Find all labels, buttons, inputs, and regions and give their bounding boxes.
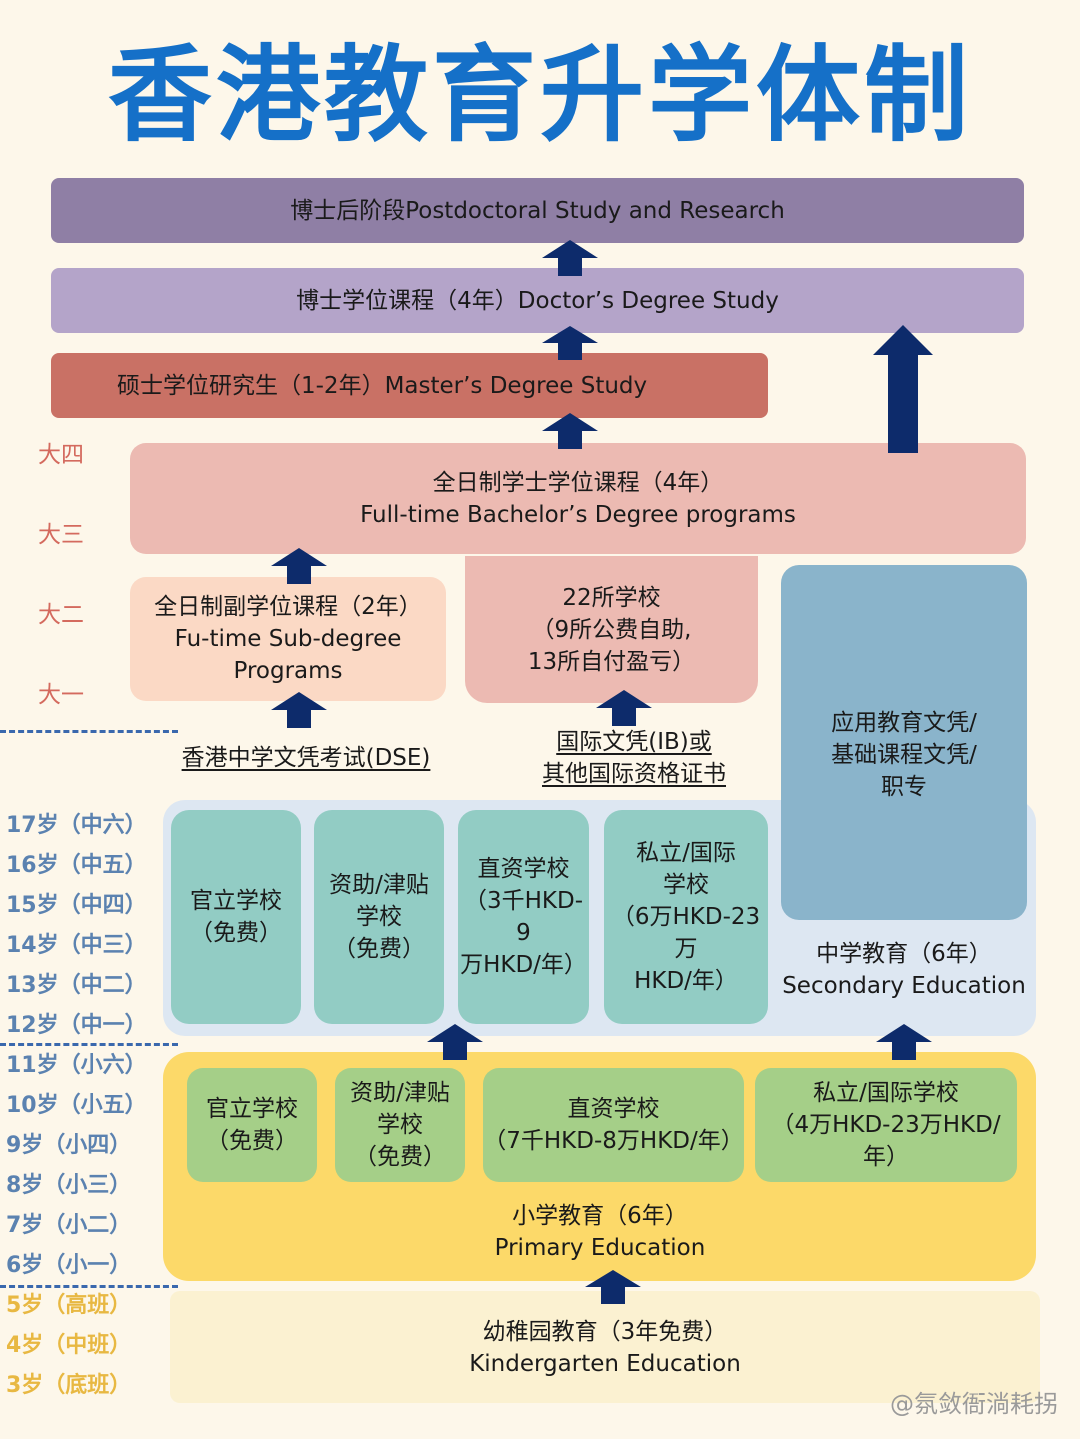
secondary-box-line: 私立/国际 <box>636 840 736 866</box>
age-label: 3岁（底班） <box>6 1373 132 1398</box>
primary-box-line: （免费） <box>206 1128 298 1154</box>
secondary-label-zh: 中学教育（6年） <box>816 941 992 967</box>
age-label: 7岁（小二） <box>6 1213 132 1238</box>
primary-box-line: 资助/津贴 <box>350 1080 450 1106</box>
age-label: 11岁（小六） <box>6 1053 147 1078</box>
subdegree-label-en1: Fu-time Sub-degree <box>174 626 402 652</box>
secondary-dss-school: 直资学校 （3千HKD-9 万HKD/年） <box>458 810 589 1024</box>
schools22-line2: （9所公费自助, <box>531 616 692 643</box>
primary-dss-school: 直资学校 （7千HKD-8万HKD/年） <box>483 1068 744 1182</box>
up-arrow-icon <box>427 1024 483 1060</box>
primary-box-line: 直资学校 <box>567 1096 660 1122</box>
age-label: 12岁（中一） <box>6 1013 147 1038</box>
ib-exam-line1: 国际文凭(IB)或 <box>556 729 712 755</box>
primary-box-line: 官立学校 <box>206 1096 298 1122</box>
bachelor-label-zh: 全日制学士学位课程（4年） <box>432 469 724 496</box>
secondary-box-line: 直资学校 <box>477 856 570 882</box>
age-label: 8岁（小三） <box>6 1173 132 1198</box>
secondary-box-line: （免费） <box>333 936 425 962</box>
secondary-government-school: 官立学校 （免费） <box>171 810 301 1024</box>
subdegree-stage: 全日制副学位课程（2年） Fu-time Sub-degree Programs <box>130 577 446 701</box>
schools22-line3: 13所自付盈亏） <box>527 648 696 675</box>
primary-box-line: 私立/国际学校 <box>813 1080 959 1106</box>
separator-line <box>0 730 178 733</box>
secondary-box-line: 学校 <box>356 904 402 930</box>
up-arrow-icon <box>596 690 652 726</box>
vocational-line2: 基础课程文凭/ <box>831 742 977 768</box>
up-arrow-icon <box>542 240 598 276</box>
secondary-box-line: （免费） <box>190 920 282 946</box>
bachelor-label-en: Full-time Bachelor’s Degree programs <box>360 501 796 528</box>
separator-line <box>0 1043 178 1046</box>
secondary-box-line: 官立学校 <box>190 888 282 914</box>
doctor-label: 博士学位课程（4年）Doctor’s Degree Study <box>296 287 779 314</box>
primary-aided-school: 资助/津贴 学校 （免费） <box>335 1068 465 1182</box>
age-label: 4岁（中班） <box>6 1333 132 1358</box>
vocational-line1: 应用教育文凭/ <box>831 710 977 736</box>
age-label: 5岁（高班） <box>6 1293 132 1318</box>
postdoc-label: 博士后阶段Postdoctoral Study and Research <box>290 197 785 224</box>
primary-caption: 小学教育（6年） Primary Education <box>400 1200 800 1264</box>
up-arrow-icon <box>542 413 598 449</box>
age-label: 14岁（中三） <box>6 933 147 958</box>
secondary-label-en: Secondary Education <box>782 973 1026 999</box>
doctor-stage: 博士学位课程（4年）Doctor’s Degree Study <box>51 268 1024 333</box>
schools22-line1: 22所学校 <box>562 584 661 611</box>
secondary-box-line: （3千HKD-9 <box>463 888 584 946</box>
primary-box-line: （免费） <box>354 1144 446 1170</box>
master-label: 硕士学位研究生（1-2年）Master’s Degree Study <box>117 372 648 399</box>
age-label: 16岁（中五） <box>6 853 147 878</box>
up-arrow-icon <box>585 1270 641 1304</box>
separator-line <box>0 1285 178 1288</box>
primary-box-line: 学校 <box>377 1112 423 1138</box>
university-year-1: 大一 <box>38 682 84 708</box>
age-label: 17岁（中六） <box>6 813 147 838</box>
secondary-box-line: （6万HKD-23万 <box>611 904 761 962</box>
primary-label-en: Primary Education <box>494 1235 706 1261</box>
bachelor-stage: 全日制学士学位课程（4年） Full-time Bachelor’s Degre… <box>130 443 1026 554</box>
university-year-3: 大三 <box>38 522 84 548</box>
postdoc-stage: 博士后阶段Postdoctoral Study and Research <box>51 178 1024 243</box>
up-arrow-icon <box>876 1024 932 1060</box>
university-year-2: 大二 <box>38 602 84 628</box>
vocational-box: 应用教育文凭/ 基础课程文凭/ 职专 <box>781 565 1027 920</box>
secondary-box-line: 学校 <box>663 872 709 898</box>
schools22-box: 22所学校 （9所公费自助, 13所自付盈亏） <box>465 556 758 703</box>
age-label: 15岁（中四） <box>6 893 147 918</box>
ib-exam-line2: 其他国际资格证书 <box>542 761 726 787</box>
ib-exam-label: 国际文凭(IB)或 其他国际资格证书 <box>505 726 763 790</box>
age-label: 13岁（中二） <box>6 973 147 998</box>
secondary-box-line: 万HKD/年） <box>460 952 587 978</box>
secondary-box-line: HKD/年） <box>634 968 738 994</box>
university-year-4: 大四 <box>38 442 84 468</box>
secondary-private-school: 私立/国际 学校 （6万HKD-23万 HKD/年） <box>604 810 768 1024</box>
subdegree-label-zh: 全日制副学位课程（2年） <box>154 594 422 620</box>
secondary-box-line: 资助/津贴 <box>329 872 429 898</box>
primary-box-line: （7千HKD-8万HKD/年） <box>483 1128 744 1154</box>
page-title: 香港教育升学体制 <box>107 34 972 156</box>
age-label: 10岁（小五） <box>6 1093 147 1118</box>
primary-private-school: 私立/国际学校 （4万HKD-23万HKD/年） <box>755 1068 1017 1182</box>
secondary-aided-school: 资助/津贴 学校 （免费） <box>314 810 444 1024</box>
age-label: 9岁（小四） <box>6 1133 132 1158</box>
kindergarten-caption: 幼稚园教育（3年免费） Kindergarten Education <box>405 1316 805 1380</box>
up-arrow-icon <box>542 326 598 360</box>
secondary-caption: 中学教育（6年） Secondary Education <box>781 938 1027 1002</box>
primary-label-zh: 小学教育（6年） <box>512 1203 688 1229</box>
kindergarten-background <box>170 1291 1040 1403</box>
vocational-line3: 职专 <box>881 774 927 800</box>
age-label: 6岁（小一） <box>6 1253 132 1278</box>
kindergarten-label-en: Kindergarten Education <box>469 1351 741 1377</box>
up-arrow-icon <box>271 548 327 584</box>
up-arrow-icon <box>873 325 933 453</box>
master-stage: 硕士学位研究生（1-2年）Master’s Degree Study <box>51 353 768 418</box>
subdegree-label-en2: Programs <box>233 658 343 684</box>
dse-exam-label: 香港中学文凭考试(DSE) <box>181 745 431 771</box>
watermark: @氛敛衙淌耗拐 <box>890 1390 1058 1418</box>
primary-box-line: （4万HKD-23万HKD/年） <box>771 1112 1001 1170</box>
primary-government-school: 官立学校 （免费） <box>187 1068 317 1182</box>
kindergarten-label-zh: 幼稚园教育（3年免费） <box>482 1319 728 1345</box>
up-arrow-icon <box>271 692 327 728</box>
